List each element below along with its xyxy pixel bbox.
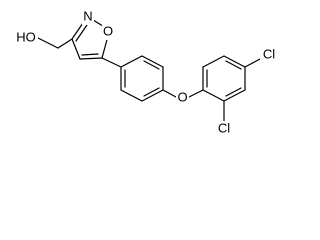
bond-ph-5 xyxy=(120,89,143,102)
bond-c5-phenyl xyxy=(101,57,122,68)
ring-nitrogen-label: N xyxy=(83,8,92,23)
hydroxymethyl-group xyxy=(37,37,73,49)
bond-c5-c4-double xyxy=(81,53,99,56)
bond-c3-n-double xyxy=(75,24,88,42)
ring-nitrogen-label-bg xyxy=(82,9,94,25)
dichlorophenyl-ring xyxy=(202,55,246,102)
hydroxyl-label: HO xyxy=(16,29,36,44)
bond-dcp-5 xyxy=(223,89,246,102)
ring-oxygen-label: O xyxy=(103,23,113,38)
bond-ch2-c3 xyxy=(57,38,73,49)
atom-labels: HO N O O Cl Cl xyxy=(14,8,278,137)
bond-c-cl-para xyxy=(244,57,263,68)
bond-dcp-3 xyxy=(223,55,246,68)
bond-c4-c3 xyxy=(71,38,81,60)
chlorine-ortho-label: Cl xyxy=(218,120,230,135)
chlorine-para-label: Cl xyxy=(263,46,275,61)
ether-oxygen-label-bg xyxy=(176,89,189,105)
molecule-canvas: HO N O O Cl Cl xyxy=(14,8,278,137)
phenyl-ring xyxy=(120,55,164,102)
bond-phenyl-ether-o xyxy=(162,89,177,98)
bond-ph-1 xyxy=(120,55,143,68)
bond-ho-ch2 xyxy=(37,37,59,49)
molecule-structure: HO N O O Cl Cl xyxy=(14,8,278,137)
bond-ph-inner-2 xyxy=(143,87,160,97)
chlorine-ortho-label-bg xyxy=(215,121,233,137)
ring-oxygen-label-bg xyxy=(102,24,114,40)
ether-oxygen-label: O xyxy=(177,89,187,104)
hydroxyl-label-bg xyxy=(14,30,38,46)
bond-ether-o-aryl xyxy=(188,89,204,98)
bond-dcp-2 xyxy=(202,55,225,68)
bond-ph-inner-1 xyxy=(143,60,160,70)
bond-dcp-inner-2 xyxy=(225,60,242,70)
bond-dcp-inner-3 xyxy=(225,87,242,97)
bond-c5-c4 xyxy=(79,57,103,60)
bond-dcp-6 xyxy=(202,89,225,102)
bond-ph-2 xyxy=(141,55,164,68)
bond-ph-4 xyxy=(141,89,164,102)
chlorine-para-label-bg xyxy=(260,47,278,63)
